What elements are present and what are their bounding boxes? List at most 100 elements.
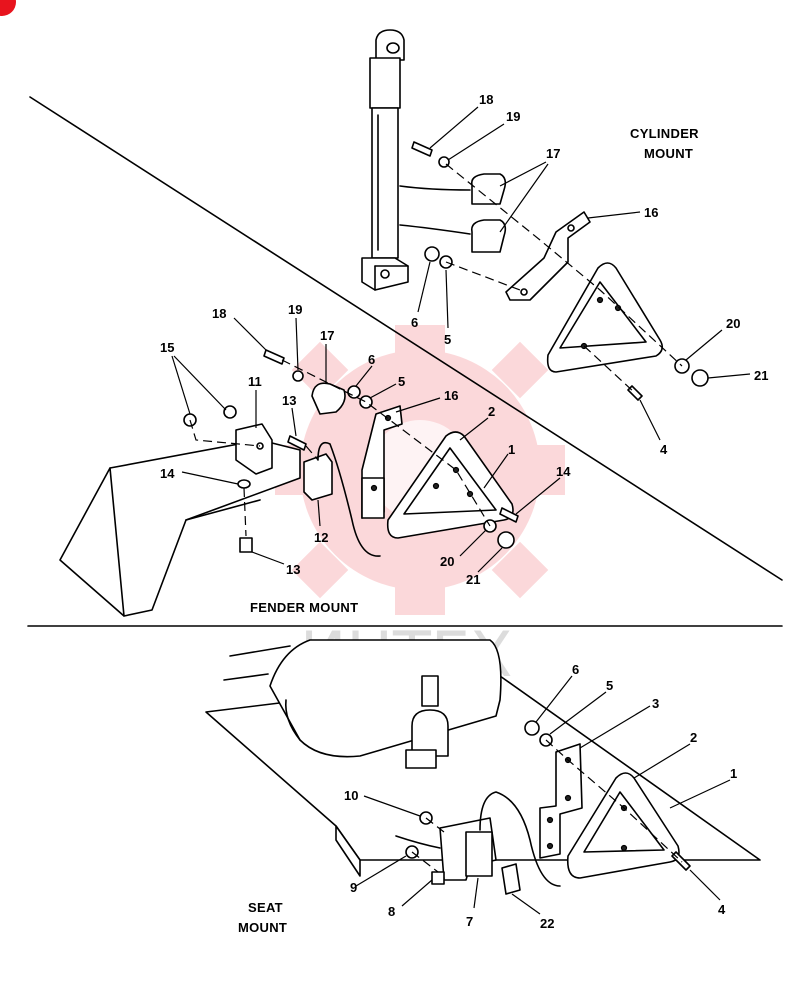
cyl-callout-16: 16 (644, 205, 658, 220)
fender-callout-21: 21 (466, 572, 480, 587)
cylinder-mount-label-line2: MOUNT (644, 146, 693, 161)
cyl-smv-hole-1 (596, 296, 604, 304)
fender-callout-1: 1 (508, 442, 515, 457)
seat-cylinder-body (411, 709, 449, 757)
fender-smv-inner (403, 447, 497, 515)
cyl-leader-20 (685, 329, 723, 361)
cyl-clamp-wrap-lower (399, 224, 471, 235)
seat-leader-22 (511, 893, 541, 915)
fender-bracket-16-plate (361, 477, 385, 519)
fender-leader-19 (295, 317, 299, 371)
seat-cable-loop (479, 791, 561, 887)
fender-assembly-line-4 (305, 445, 319, 461)
fender-callout-19: 19 (288, 302, 302, 317)
fender-cable-loop (317, 441, 381, 557)
fender-nut-15b (223, 405, 237, 419)
seat-cylinder-base (405, 749, 437, 769)
fender-inner-edge (185, 499, 261, 521)
seat-assembly-line-2 (425, 817, 445, 833)
seat-mount-group: 6 5 3 2 1 10 9 8 7 22 4 SEAT MOUNT (205, 639, 761, 935)
seat-mount-label-line2: MOUNT (238, 920, 287, 935)
cyl-clamp-wrap-upper (399, 185, 471, 191)
fender-washer-19 (292, 370, 304, 382)
seat-callout-3: 3 (652, 696, 659, 711)
fender-callout-11: 11 (248, 374, 262, 389)
fender-callout-6: 6 (368, 352, 375, 367)
seat-back-line-1 (229, 645, 291, 657)
cyl-leader-17a (499, 161, 547, 187)
seat-platform-front (335, 825, 361, 877)
diagonal-divider (29, 96, 783, 581)
fender-callout-17: 17 (320, 328, 334, 343)
fender-callout-16: 16 (444, 388, 458, 403)
cyl-nut-6 (424, 246, 440, 262)
cyl-callout-5: 5 (444, 332, 451, 347)
seat-assembly-line-1 (545, 739, 683, 863)
cylinder-mount-group: 18 19 17 16 6 5 20 21 4 CYLINDER MOUNT (361, 29, 768, 457)
seat-cable-tail (395, 835, 441, 849)
fender-callout-14-left: 14 (160, 466, 175, 481)
fender-leader-20 (459, 529, 487, 557)
seat-callout-7: 7 (466, 914, 473, 929)
fender-bolt-18 (263, 349, 285, 365)
seat-bolt-8 (431, 871, 445, 885)
fender-callout-5: 5 (398, 374, 405, 389)
fender-mount-label: FENDER MOUNT (250, 600, 358, 615)
fender-cap-21 (497, 531, 515, 549)
fender-callout-13-upper: 13 (282, 393, 296, 408)
seat-leader-5 (549, 691, 607, 735)
cyl-callout-18: 18 (479, 92, 493, 107)
fender-screw-13-lower (239, 537, 253, 553)
seat-leader-1 (669, 779, 731, 809)
seat-bracket-3 (539, 743, 583, 859)
fender-assembly-line-3 (243, 487, 247, 537)
fender-callout-12: 12 (314, 530, 328, 545)
fender-callout-13-lower: 13 (286, 562, 300, 577)
cyl-leader-5 (445, 269, 449, 329)
cylinder-base-hole (380, 269, 390, 279)
fender-leader-15b (173, 355, 227, 411)
cylinder-upper-tube (369, 57, 401, 109)
seat-leader-2 (633, 743, 691, 779)
cylinder-eye-hole (386, 42, 400, 54)
seat-callout-2: 2 (690, 730, 697, 745)
seat-callout-6: 6 (572, 662, 579, 677)
fender-leader-13b (251, 551, 285, 565)
seat-leader-8 (401, 879, 433, 907)
corner-marker (0, 0, 16, 16)
seat-callout-10: 10 (344, 788, 358, 803)
fender-screw-14 (499, 507, 519, 523)
cyl-callout-20: 20 (726, 316, 740, 331)
seat-callout-9: 9 (350, 880, 357, 895)
cyl-clamp-17-upper (470, 173, 507, 205)
fender-bracket-11 (235, 423, 273, 475)
seat-nut-6 (524, 720, 540, 736)
fender-leader-5 (369, 383, 397, 399)
fender-leader-1 (483, 453, 509, 489)
seat-bracket-hole-c (546, 816, 554, 824)
fender-smv-hole-2 (432, 482, 440, 490)
fender-nut-6 (347, 385, 361, 399)
cyl-callout-6: 6 (411, 315, 418, 330)
cyl-callout-17: 17 (546, 146, 560, 161)
fender-smv-hole-3 (466, 490, 474, 498)
seat-callout-8: 8 (388, 904, 395, 919)
fender-callout-18: 18 (212, 306, 226, 321)
seat-cushion-edge (284, 699, 301, 741)
cyl-assembly-line-2 (445, 261, 521, 291)
seat-back-line-2 (223, 673, 269, 681)
cyl-bracket-hole-b (520, 288, 528, 296)
fender-bracket-hole-a (384, 414, 392, 422)
cyl-leader-21 (707, 373, 751, 379)
fender-assembly-line-1 (281, 359, 491, 527)
cyl-cap-21 (691, 369, 709, 387)
cyl-leader-17b (499, 163, 549, 233)
fender-leader-15a (171, 355, 191, 415)
seat-plate-22 (501, 863, 521, 895)
cyl-leader-16 (587, 211, 641, 219)
seat-assembly-line-3 (411, 851, 439, 873)
cyl-leader-4 (639, 399, 661, 441)
cyl-bracket-hole-a (567, 224, 575, 232)
seat-clip-7 (465, 831, 493, 877)
